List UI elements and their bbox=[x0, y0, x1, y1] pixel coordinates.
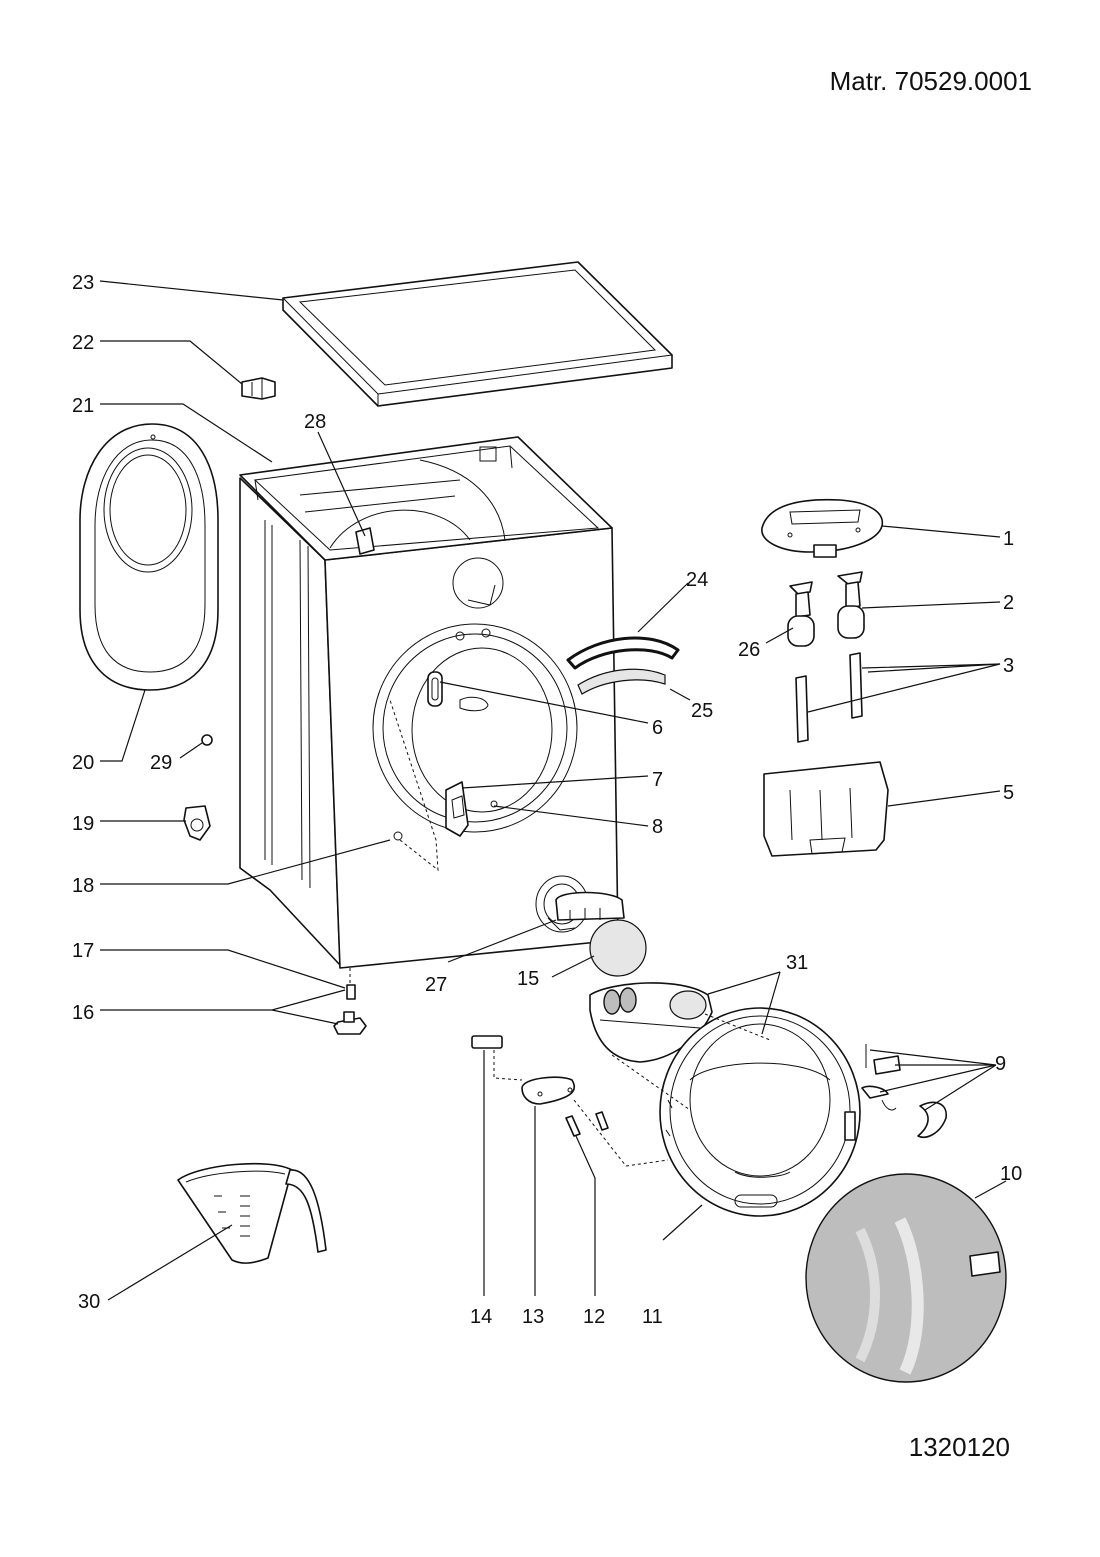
callout-28: 28 bbox=[304, 411, 326, 433]
part-measuring-cup bbox=[177, 1162, 327, 1264]
part-guides bbox=[795, 652, 863, 743]
part-cabinet bbox=[239, 436, 619, 969]
part-top-lid bbox=[282, 261, 673, 407]
part-door-ring bbox=[659, 1007, 861, 1217]
callout-9: 9 bbox=[995, 1053, 1006, 1075]
callout-10: 10 bbox=[1000, 1163, 1022, 1185]
callout-17: 17 bbox=[72, 940, 94, 962]
material-number: Matr. 70529.0001 bbox=[829, 66, 1032, 96]
part-12-pin-b bbox=[595, 1111, 609, 1131]
part-door-glass bbox=[805, 1173, 1007, 1383]
callout-15: 15 bbox=[517, 968, 539, 990]
part-dispenser-handle bbox=[761, 498, 884, 558]
callout-8: 8 bbox=[652, 816, 663, 838]
callout-29: 29 bbox=[150, 752, 172, 774]
callout-18: 18 bbox=[72, 875, 94, 897]
callout-3: 3 bbox=[1003, 655, 1014, 677]
callout-11: 11 bbox=[642, 1306, 663, 1328]
part-rear-panel bbox=[79, 423, 219, 691]
part-filter-cover bbox=[547, 891, 625, 931]
callout-25: 25 bbox=[691, 700, 713, 722]
part-28-fixing bbox=[355, 527, 375, 555]
part-19-bushing bbox=[183, 805, 211, 841]
drawing-number: 1320120 bbox=[908, 1432, 1010, 1462]
part-detergent-drawer bbox=[763, 761, 889, 857]
part-12-pin bbox=[565, 1115, 581, 1137]
part-13-hinge bbox=[521, 1076, 576, 1105]
callout-labels: 23 22 21 28 20 29 19 18 17 16 30 1 2 26 … bbox=[72, 272, 1022, 1328]
callout-2: 2 bbox=[1003, 592, 1014, 614]
callout-22: 22 bbox=[72, 332, 94, 354]
callout-24: 24 bbox=[686, 569, 708, 591]
callout-27: 27 bbox=[425, 974, 447, 996]
leader-lines bbox=[99, 280, 1007, 1301]
callout-6: 6 bbox=[652, 717, 663, 739]
callout-5: 5 bbox=[1003, 782, 1014, 804]
part-16-foot bbox=[333, 984, 367, 1035]
part-filter-cap bbox=[589, 919, 647, 977]
part-29-plug bbox=[201, 734, 213, 746]
callout-21: 21 bbox=[72, 395, 94, 417]
callout-30: 30 bbox=[78, 1291, 100, 1313]
callout-12: 12 bbox=[583, 1306, 605, 1328]
callout-16: 16 bbox=[72, 1002, 94, 1024]
callout-19: 19 bbox=[72, 813, 94, 835]
callout-31: 31 bbox=[786, 952, 808, 974]
callout-14: 14 bbox=[470, 1306, 492, 1328]
dashed-assembly-lines bbox=[389, 699, 771, 1167]
callout-26: 26 bbox=[738, 639, 760, 661]
callout-13: 13 bbox=[522, 1306, 544, 1328]
part-gasket-strips bbox=[566, 636, 680, 695]
callout-1: 1 bbox=[1003, 528, 1014, 550]
part-siphons bbox=[787, 571, 865, 647]
part-14-block bbox=[471, 1035, 503, 1049]
part-hinge-clip bbox=[241, 377, 276, 400]
callout-23: 23 bbox=[72, 272, 94, 294]
callout-7: 7 bbox=[652, 769, 663, 791]
callout-20: 20 bbox=[72, 752, 94, 774]
part-9-hardware bbox=[861, 1044, 947, 1138]
